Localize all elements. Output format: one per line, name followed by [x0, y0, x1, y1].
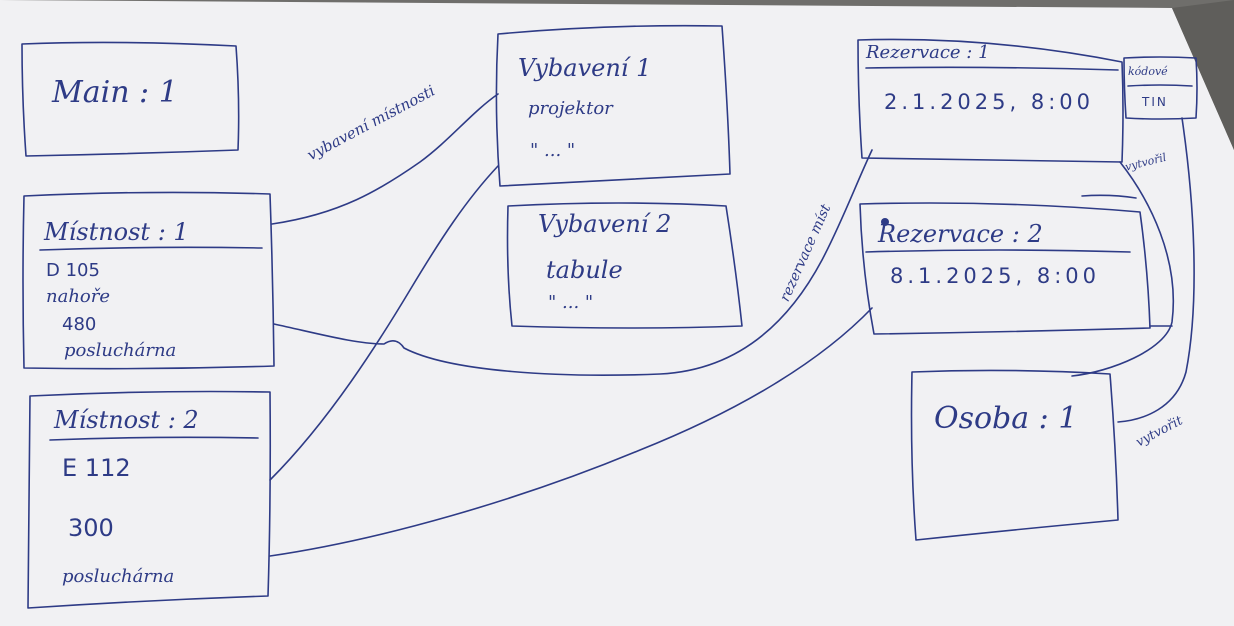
rezervace2-underline — [865, 249, 1131, 253]
edge-mistnost1-vybaveni1 — [271, 93, 499, 225]
rezervace1-title: Rezervace : 1 — [866, 42, 990, 63]
edge-mistnost2-rezervace2 — [269, 307, 873, 557]
vybaveni1-box — [495, 24, 731, 187]
mistnost1-building: nahoře — [46, 286, 111, 307]
rezervace2-topstroke — [1081, 194, 1137, 199]
vybaveni1-item: projektor — [528, 98, 613, 119]
vybaveni2-ditto: " ... " — [548, 292, 594, 313]
rezervace1-box — [857, 38, 1124, 163]
rezervace1-datetime: 2.1.2025, 8:00 — [884, 90, 1095, 114]
mistnost2-code: E 112 — [62, 454, 131, 482]
rezervace2-datetime: 8.1.2025, 8:00 — [890, 264, 1101, 288]
mistnost1-underline — [39, 246, 263, 251]
edge-mistnost1-rezervace1 — [273, 149, 873, 376]
osoba-title: Osoba : 1 — [934, 401, 1078, 436]
edge-mistnost2-vybaveni1 — [269, 165, 499, 481]
tiny-box-line2: TIN — [1142, 95, 1168, 109]
mistnost2-underline — [49, 436, 259, 441]
vybaveni2-item: tabule — [546, 256, 623, 284]
main-box — [21, 41, 240, 157]
mistnost1-type: posluchárna — [64, 340, 177, 361]
tiny-box — [1123, 56, 1198, 120]
rezervace2-title: Rezervace : 2 — [878, 220, 1043, 248]
tiny-box-line1: kódové — [1128, 65, 1168, 78]
mistnost2-capacity: 300 — [68, 514, 114, 542]
mistnost2-title: Místnost : 2 — [54, 406, 199, 434]
vybaveni1-title: Vybavení 1 — [518, 54, 652, 82]
mistnost2-type: posluchárna — [62, 566, 175, 587]
edge-tinybox-osoba — [1117, 117, 1195, 423]
mistnost1-code: D 105 — [46, 260, 100, 281]
mistnost1-capacity: 480 — [62, 314, 97, 335]
mistnost1-box — [22, 191, 275, 370]
tiny-box-divider — [1127, 84, 1193, 87]
vybaveni2-box — [506, 202, 743, 329]
mistnost1-title: Místnost : 1 — [44, 218, 189, 246]
osoba-box — [910, 369, 1119, 541]
rezervace1-underline — [865, 66, 1119, 71]
vybaveni2-title: Vybavení 2 — [538, 210, 672, 238]
vybaveni1-ditto: " ... " — [530, 140, 576, 161]
mistnost2-box — [27, 390, 272, 609]
main-title: Main : 1 — [52, 75, 178, 110]
ink-dot — [881, 218, 889, 226]
paper-shadow — [1172, 0, 1234, 150]
edge-rezervace1-osoba — [1071, 161, 1175, 377]
